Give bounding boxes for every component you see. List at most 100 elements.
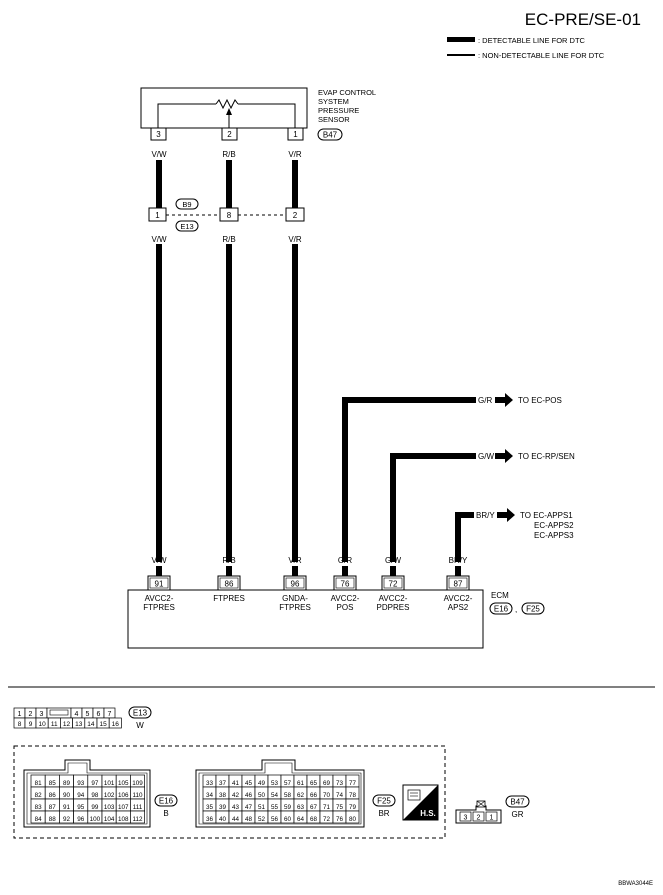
f25-pin: 71 [323, 804, 331, 811]
legend-thin-line [447, 54, 475, 56]
f25-pin: 68 [310, 816, 318, 823]
f25-pin: 35 [206, 804, 214, 811]
e13-pin: 13 [75, 721, 83, 728]
f25-pin: 59 [284, 804, 292, 811]
branch-target-1: TO EC-POS [518, 396, 562, 405]
legend-detectable-text: : DETECTABLE LINE FOR DTC [478, 36, 586, 45]
branch-wires: G/R TO EC-POS G/W TO EC-RP/SEN BR/Y TO E… [342, 393, 575, 562]
e13-pin: 5 [86, 711, 90, 718]
e16-pin: 100 [90, 816, 101, 823]
e13-pin: 8 [18, 721, 22, 728]
wire-color-bottom-3: V/R [288, 235, 302, 244]
branch-target-3a: TO EC-APPS1 [520, 511, 573, 520]
harness-icon [407, 789, 421, 801]
e13-pin: 11 [51, 721, 58, 728]
sensor-connector-id: B47 [323, 131, 338, 140]
e16-color-code: B [163, 809, 168, 818]
ecm-connector-group-frame [13, 745, 446, 839]
e16-pin: 85 [49, 780, 57, 787]
branch-arrow-icon-3 [497, 508, 515, 522]
f25-pin: 57 [284, 780, 292, 787]
e16-pin: 94 [77, 792, 85, 799]
ecm-terminal-3a: GNDA- [282, 594, 308, 603]
e13-pin: 6 [97, 711, 101, 718]
f25-pin: 45 [245, 780, 253, 787]
ecm-terminal-5a: AVCC2- [379, 594, 408, 603]
wire-color-top-3: V/R [288, 150, 302, 159]
e13-pin: 4 [75, 711, 79, 718]
legend: : DETECTABLE LINE FOR DTC : NON-DETECTAB… [447, 36, 605, 60]
ecm-pin-72: 72 [389, 580, 398, 589]
joint-pin-1: 1 [155, 211, 160, 220]
e16-pin: 96 [77, 816, 85, 823]
ecm-pin-96: 96 [291, 580, 300, 589]
connector-b47-face: 3 2 1 B47 GR [455, 795, 530, 824]
f25-pin: 37 [219, 780, 227, 787]
sensor-label-2: SYSTEM [318, 97, 349, 106]
ecm-wire-color-5: G/W [385, 556, 401, 565]
f25-pin: 54 [271, 792, 279, 799]
e16-pin: 98 [91, 792, 99, 799]
branch-arrow-icon-2 [495, 449, 513, 463]
ecm-connector-f25: F25 [526, 605, 540, 614]
branch-arrow-icon-1 [495, 393, 513, 407]
e16-pin: 104 [104, 816, 115, 823]
e16-connector-id: E16 [159, 797, 174, 806]
f25-pin: 42 [232, 792, 240, 799]
ecm-terminal-5b: PDPRES [377, 603, 410, 612]
wire-color-bottom-2: R/B [222, 235, 235, 244]
ecm-terminal-6b: APS2 [448, 603, 469, 612]
ecm-terminal-6a: AVCC2- [444, 594, 473, 603]
f25-pin: 36 [206, 816, 214, 823]
e16-pin: 108 [118, 816, 129, 823]
e16-pin: 90 [63, 792, 71, 799]
e16-pin: 107 [118, 804, 129, 811]
ecm-wire-color-4: G/R [338, 556, 352, 565]
f25-pin: 61 [297, 780, 305, 787]
ecm-wire-color-3: V/R [288, 556, 302, 565]
f25-pin: 52 [258, 816, 266, 823]
e13-pin: 1 [18, 711, 22, 718]
ecm-wire-color-6: BR/Y [449, 556, 468, 565]
f25-pin: 77 [349, 780, 357, 787]
e13-pin: 10 [38, 721, 46, 728]
e16-pin: 106 [118, 792, 129, 799]
joint-connector-b9-e13: 1 8 2 B9 E13 V/W R/B V/R [148, 198, 305, 244]
sensor-pin-1: 1 [293, 130, 298, 139]
joint-pin-8: 8 [227, 211, 232, 220]
f25-pin: 49 [258, 780, 266, 787]
sensor-pin-2: 2 [227, 130, 232, 139]
e16-pin: 88 [49, 816, 57, 823]
e16-pin: 87 [49, 804, 57, 811]
b47-color-code: GR [512, 810, 524, 819]
f25-pin: 76 [336, 816, 344, 823]
e13-pin: 2 [29, 711, 33, 718]
ecm-wire-color-2: R/B [222, 556, 235, 565]
legend-non-detectable-text: : NON-DETECTABLE LINE FOR DTC [478, 51, 605, 60]
joint-connector-id-bottom: E13 [180, 222, 193, 231]
wiper-arrow-icon [226, 108, 232, 115]
evap-pressure-sensor: EVAP CONTROL SYSTEM PRESSURE SENSOR 3 2 … [140, 87, 376, 141]
e16-pin: 105 [118, 780, 129, 787]
e13-color-code: W [136, 721, 144, 730]
f25-pin: 41 [232, 780, 240, 787]
f25-pin: 55 [271, 804, 279, 811]
f25-pin: 64 [297, 816, 305, 823]
ecm-terminal-1b: FTPRES [143, 603, 175, 612]
branch-color-1: G/R [478, 396, 492, 405]
f25-pin: 65 [310, 780, 318, 787]
e16-pin: 101 [104, 780, 115, 787]
e16-pin: 110 [132, 792, 143, 799]
e13-pin: 7 [108, 711, 112, 718]
ecm-terminal-4b: POS [337, 603, 354, 612]
f25-pin: 47 [245, 804, 253, 811]
footer-code: BBWA3044E [618, 881, 653, 887]
sensor-label-4: SENSOR [318, 115, 350, 124]
e16-pin: 81 [35, 780, 43, 787]
f25-pin: 78 [349, 792, 357, 799]
e13-pin: 15 [99, 721, 107, 728]
potentiometer-icon [215, 98, 239, 110]
legend-thick-line [447, 37, 475, 42]
